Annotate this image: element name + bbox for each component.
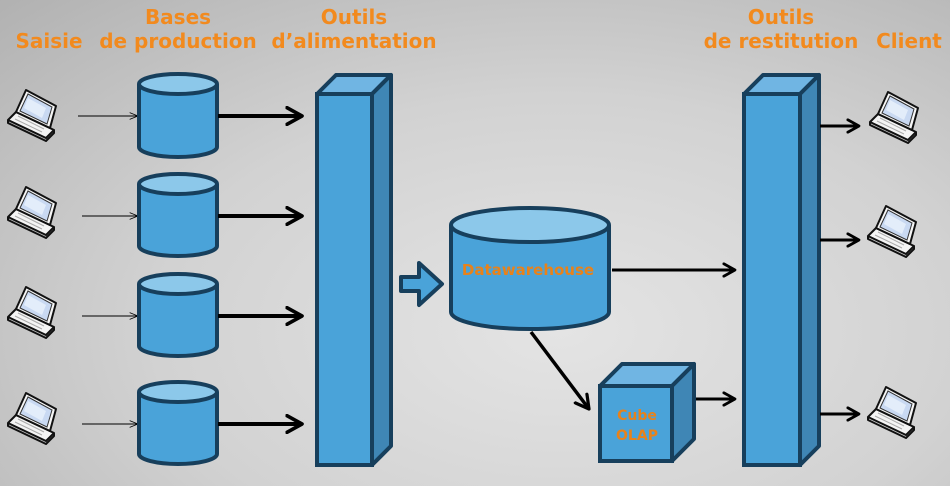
laptop-icon (7, 286, 57, 339)
header-saisie-text: Saisie (15, 29, 83, 53)
row-4 (7, 380, 302, 466)
reporting-tool-column (742, 73, 821, 467)
client-2 (820, 205, 917, 258)
laptop-icon (7, 392, 57, 445)
row-3 (7, 272, 302, 358)
datawarehouse-label: Datawarehouse (462, 261, 594, 279)
header-outils-rest-line2: de restitution (703, 29, 859, 53)
header-bases-line1: Bases (144, 5, 212, 29)
header-saisie: Saisie (12, 29, 86, 53)
header-outils-alimentation: Outils d’alimentation (266, 5, 442, 53)
datawarehouse-cylinder: Datawarehouse (449, 206, 611, 331)
database-cylinder-icon (137, 72, 219, 159)
header-bases-line2: de production (99, 29, 257, 53)
header-outils-alim-line2: d’alimentation (271, 29, 437, 53)
laptop-icon (7, 186, 57, 239)
block-arrow-icon (399, 261, 444, 307)
row-1 (7, 72, 302, 159)
header-client: Client (872, 29, 946, 53)
header-outils-alim-line1: Outils (320, 5, 388, 29)
laptop-icon (867, 386, 917, 439)
cube-label-line2: OLAP (616, 428, 658, 444)
row-2 (7, 172, 302, 258)
database-cylinder-icon (137, 172, 219, 258)
etl-tool-column (315, 73, 393, 467)
client-3 (820, 386, 917, 439)
cube-olap: Cube OLAP (598, 362, 696, 463)
arrow-diagonal-icon (529, 330, 589, 409)
header-outils-rest-line1: Outils (747, 5, 815, 29)
database-cylinder-icon (137, 272, 219, 358)
database-cylinder-icon (137, 380, 219, 466)
cube-label-line1: Cube (617, 408, 657, 424)
header-bases-production: Bases de production (96, 5, 260, 53)
laptop-icon (867, 205, 917, 258)
laptop-icon (869, 91, 919, 144)
header-outils-restitution: Outils de restitution (698, 5, 864, 53)
client-1 (820, 91, 919, 144)
header-client-text: Client (876, 29, 942, 53)
laptop-icon (7, 89, 57, 142)
